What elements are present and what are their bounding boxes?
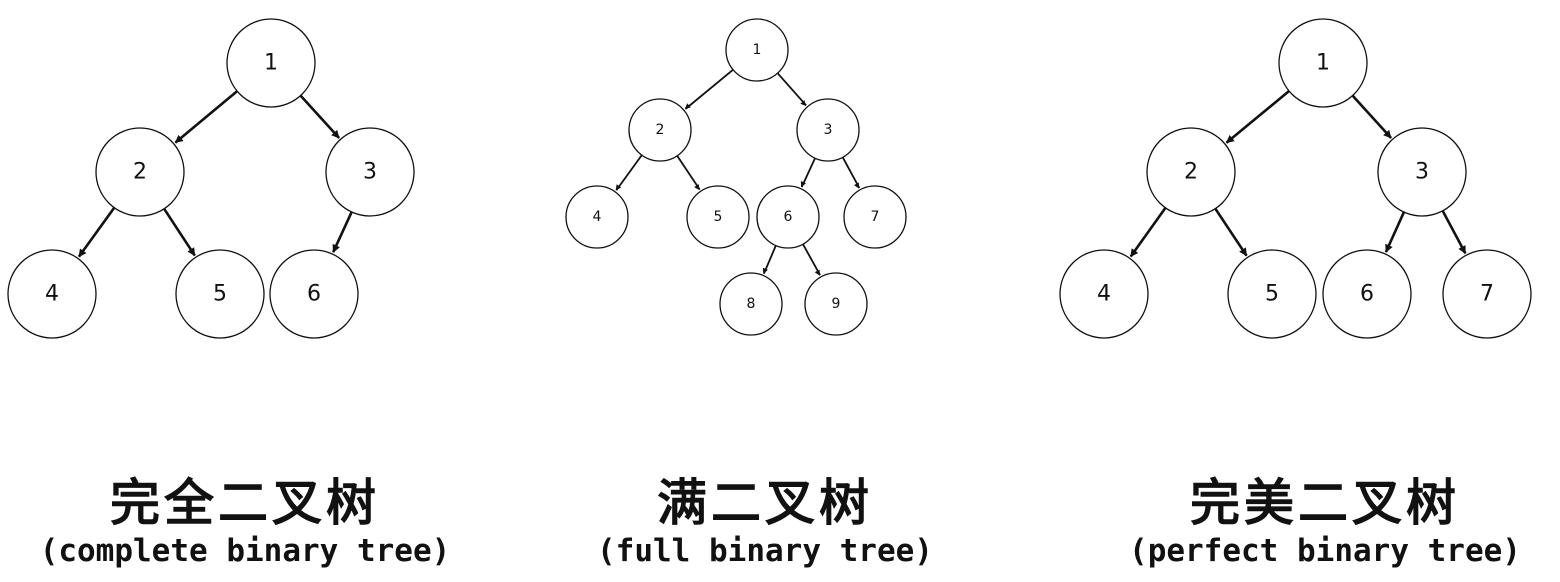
perfect-binary-tree-node-5: 5 [1227, 249, 1317, 339]
complete-binary-tree-node-label: 1 [264, 51, 278, 76]
full-binary-tree-node-circle [719, 272, 783, 336]
complete-binary-tree-title-en: (complete binary tree) [39, 533, 451, 569]
complete-binary-tree-node-circle [95, 127, 185, 217]
perfect-binary-tree-node-label: 4 [1097, 282, 1111, 307]
full-binary-tree-node-circle [796, 98, 860, 162]
full-binary-tree-node-4: 4 [565, 185, 629, 249]
full-binary-tree-edge-2-4 [615, 153, 644, 191]
full-binary-tree-node-circle [756, 185, 820, 249]
complete-binary-tree-node-label: 6 [307, 282, 321, 307]
complete-binary-tree-node-1: 1 [226, 18, 316, 108]
complete-binary-tree-caption: 完全二叉树 (complete binary tree) [0, 474, 490, 570]
full-binary-tree-node-7: 7 [843, 185, 907, 249]
full-binary-tree: 1 2 3 4 5 6 7 8 9 [565, 18, 907, 336]
full-binary-tree-edge-1-2 [684, 68, 735, 110]
complete-binary-tree-node-label: 4 [45, 282, 59, 307]
full-binary-tree-node-8: 8 [719, 272, 783, 336]
complete-binary-tree-edge-1-2 [174, 89, 239, 144]
complete-binary-tree-edge-3-6 [332, 210, 354, 253]
perfect-binary-tree-node-label: 2 [1184, 160, 1198, 185]
perfect-binary-tree-node-label: 3 [1415, 160, 1429, 185]
full-binary-tree-node-circle [686, 185, 750, 249]
perfect-binary-tree-title-zh: 完美二叉树 [1190, 473, 1460, 532]
full-binary-tree-node-circle [628, 98, 692, 162]
full-binary-tree-node-label: 5 [714, 209, 723, 225]
full-binary-tree-title-en: (full binary tree) [597, 533, 933, 569]
perfect-binary-tree-node-circle [1322, 249, 1412, 339]
perfect-binary-tree-node-label: 6 [1360, 282, 1374, 307]
perfect-binary-tree-node-1: 1 [1278, 18, 1368, 108]
perfect-binary-tree-node-label: 5 [1265, 282, 1279, 307]
full-binary-tree-edge-6-8 [762, 244, 778, 274]
perfect-binary-tree-node-label: 1 [1316, 51, 1330, 76]
full-binary-tree-node-circle [725, 18, 789, 82]
perfect-binary-tree-edge-2-5 [1213, 207, 1248, 257]
full-binary-tree-node-6: 6 [756, 185, 820, 249]
complete-binary-tree-node-circle [175, 249, 265, 339]
complete-binary-tree-node-circle [226, 18, 316, 108]
full-binary-tree-node-3: 3 [796, 98, 860, 162]
complete-binary-tree-node-circle [325, 127, 415, 217]
perfect-binary-tree-node-circle [1377, 127, 1467, 217]
perfect-binary-tree-node-label: 7 [1480, 282, 1494, 307]
full-binary-tree-node-circle [843, 185, 907, 249]
perfect-binary-tree-edge-3-6 [1384, 210, 1406, 253]
full-binary-tree-edge-2-5 [675, 154, 701, 191]
perfect-binary-tree-node-4: 4 [1059, 249, 1149, 339]
perfect-binary-tree-node-2: 2 [1146, 127, 1236, 217]
complete-binary-tree-node-circle [7, 249, 97, 339]
complete-binary-tree-node-5: 5 [175, 249, 265, 339]
full-binary-tree-node-2: 2 [628, 98, 692, 162]
full-binary-tree-edge-3-7 [841, 155, 861, 189]
complete-binary-tree-node-6: 6 [269, 249, 359, 339]
complete-binary-tree-node-circle [269, 249, 359, 339]
perfect-binary-tree-edge-1-3 [1350, 93, 1393, 139]
perfect-binary-tree-caption: 完美二叉树 (perfect binary tree) [1090, 474, 1560, 570]
full-binary-tree-node-label: 8 [747, 296, 756, 312]
full-binary-tree-title-zh: 满二叉树 [657, 473, 873, 532]
perfect-binary-tree-node-circle [1146, 127, 1236, 217]
complete-binary-tree-edge-2-5 [162, 207, 196, 257]
perfect-binary-tree-node-circle [1278, 18, 1368, 108]
full-binary-tree-node-label: 3 [824, 122, 833, 138]
full-binary-tree-node-circle [565, 185, 629, 249]
perfect-binary-tree-edge-1-2 [1225, 89, 1291, 144]
full-binary-tree-node-label: 1 [753, 42, 762, 58]
full-binary-tree-node-circle [804, 272, 868, 336]
perfect-binary-tree-node-6: 6 [1322, 249, 1412, 339]
full-binary-tree-node-9: 9 [804, 272, 868, 336]
full-binary-tree-caption: 满二叉树 (full binary tree) [520, 474, 1010, 570]
complete-binary-tree-node-2: 2 [95, 127, 185, 217]
perfect-binary-tree-node-circle [1059, 249, 1149, 339]
full-binary-tree-node-label: 6 [784, 209, 793, 225]
complete-binary-tree-node-label: 2 [133, 160, 147, 185]
perfect-binary-tree-node-circle [1442, 249, 1532, 339]
complete-binary-tree-edge-2-4 [77, 206, 116, 258]
perfect-binary-tree-title-en: (perfect binary tree) [1129, 533, 1521, 569]
complete-binary-tree-node-3: 3 [325, 127, 415, 217]
perfect-binary-tree-node-3: 3 [1377, 127, 1467, 217]
full-binary-tree-node-5: 5 [686, 185, 750, 249]
complete-binary-tree-node-4: 4 [7, 249, 97, 339]
full-binary-tree-node-label: 2 [656, 122, 665, 138]
complete-binary-tree-edge-1-3 [298, 93, 341, 139]
complete-binary-tree-title-zh: 完全二叉树 [110, 473, 380, 532]
full-binary-tree-edge-1-3 [776, 71, 807, 107]
complete-binary-tree-node-label: 3 [363, 160, 377, 185]
perfect-binary-tree-edge-2-4 [1129, 206, 1168, 258]
complete-binary-tree: 1 2 3 4 5 6 [7, 18, 415, 339]
full-binary-tree-node-label: 9 [832, 296, 841, 312]
perfect-binary-tree-edge-3-7 [1441, 209, 1467, 255]
complete-binary-tree-node-label: 5 [213, 282, 227, 307]
full-binary-tree-edge-6-9 [801, 242, 821, 276]
perfect-binary-tree-node-7: 7 [1442, 249, 1532, 339]
full-binary-tree-node-1: 1 [725, 18, 789, 82]
full-binary-tree-node-label: 4 [593, 209, 602, 225]
perfect-binary-tree-node-circle [1227, 249, 1317, 339]
perfect-binary-tree: 1 2 3 4 5 6 7 [1059, 18, 1532, 339]
full-binary-tree-node-label: 7 [871, 209, 880, 225]
full-binary-tree-edge-3-6 [800, 156, 817, 188]
